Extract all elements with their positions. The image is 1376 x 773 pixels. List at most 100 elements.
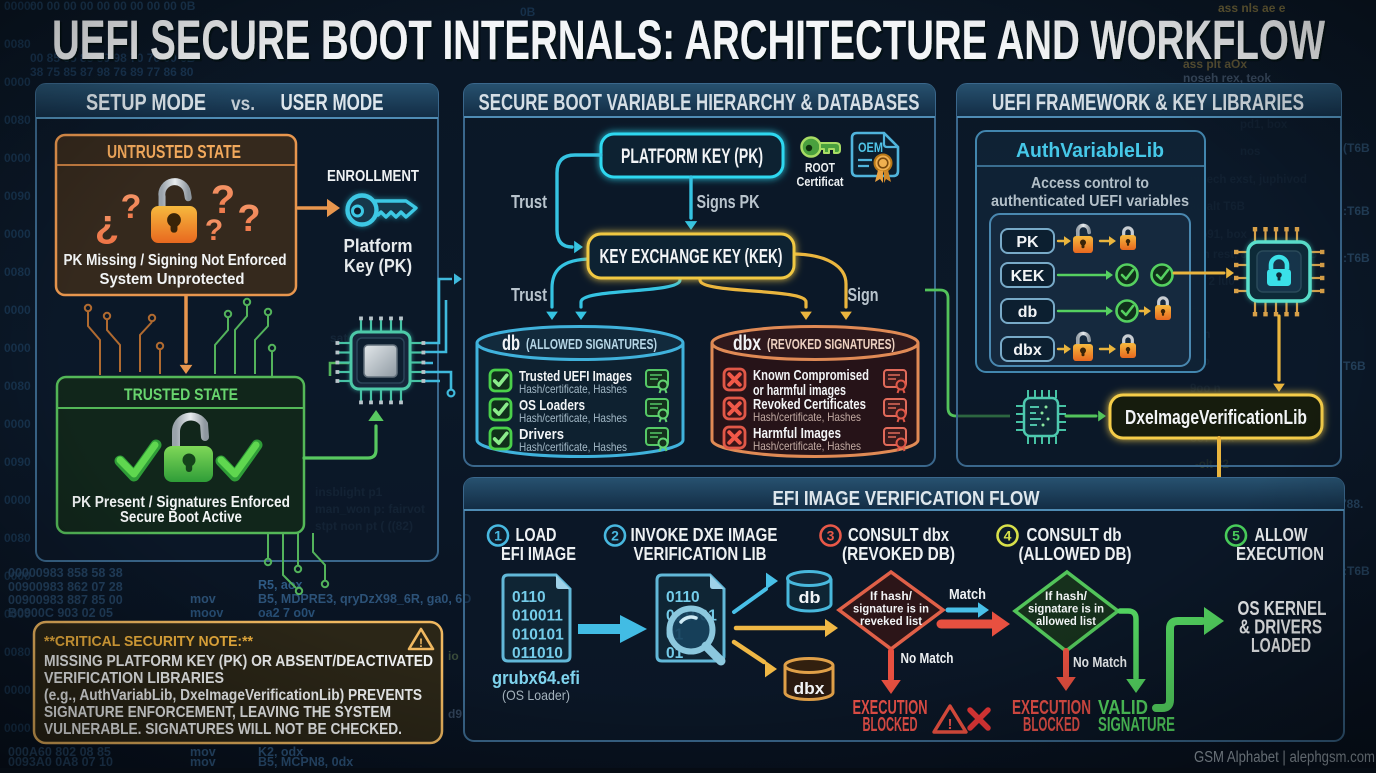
svg-text:Trust: Trust [511, 192, 547, 212]
svg-text:grubx64.efi: grubx64.efi [492, 668, 580, 688]
svg-text:(ALLOWED SIGNATURES): (ALLOWED SIGNATURES) [526, 336, 657, 353]
svg-text:LOADED: LOADED [1251, 635, 1311, 657]
svg-text:1: 1 [494, 528, 502, 544]
svg-text:0090: 0090 [4, 455, 31, 469]
svg-text:!: ! [419, 636, 423, 650]
svg-text:¿: ¿ [95, 202, 119, 246]
svg-text:dbx: dbx [1013, 342, 1042, 359]
svg-text:UEFI SECURE BOOT INTERNALS: AR: UEFI SECURE BOOT INTERNALS: ARCHITECTURE… [52, 8, 1325, 71]
svg-text:mov: mov [190, 592, 216, 606]
svg-text:allowed list: allowed list [1036, 614, 1096, 628]
svg-text:0000: 0000 [4, 721, 31, 735]
svg-text:0000: 0000 [4, 417, 31, 431]
svg-text:UEFI FRAMEWORK & KEY LIBRARIES: UEFI FRAMEWORK & KEY LIBRARIES [992, 89, 1304, 115]
svg-text:Certificat: Certificat [797, 175, 845, 189]
svg-text:(ALLOWED DB): (ALLOWED DB) [1019, 544, 1132, 564]
svg-text:LOAD: LOAD [516, 525, 557, 545]
svg-text:MISSING PLATFORM KEY (PK) OR A: MISSING PLATFORM KEY (PK) OR ABSENT/DEAC… [44, 653, 433, 670]
svg-text:**CRITICAL SECURITY NOTE:**: **CRITICAL SECURITY NOTE:** [44, 633, 253, 650]
svg-text:BLOCKED: BLOCKED [863, 714, 918, 736]
svg-text:(REVOKED SIGNATURES): (REVOKED SIGNATURES) [767, 336, 895, 353]
svg-text:010011: 010011 [512, 608, 563, 625]
svg-text:dbx: dbx [794, 679, 826, 698]
svg-text:Hash/certificate, Hashes: Hash/certificate, Hashes [753, 410, 861, 424]
svg-text:0080: 0080 [4, 37, 31, 51]
svg-text:EFI IMAGE: EFI IMAGE [501, 544, 576, 564]
svg-text:db: db [1018, 304, 1038, 321]
svg-text:0110: 0110 [666, 589, 700, 606]
svg-text:authenticated UEFI variables: authenticated UEFI variables [991, 193, 1189, 210]
svg-text:B5, MDPRE3, qryDzX98_6R, ga0,: B5, MDPRE3, qryDzX98_6R, ga0, 6D [258, 592, 471, 606]
svg-text:0000: 0000 [4, 683, 31, 697]
svg-text:!: ! [948, 716, 953, 733]
svg-text:0080: 0080 [4, 379, 31, 393]
svg-text:Key (PK): Key (PK) [344, 256, 412, 276]
svg-text:SIGNATURE ENFORCEMENT, LEAVING: SIGNATURE ENFORCEMENT, LEAVING THE SYSTE… [44, 704, 391, 721]
svg-text:DxeImageVerificationLib: DxeImageVerificationLib [1125, 407, 1307, 429]
svg-text:?: ? [205, 214, 223, 247]
svg-text:?: ? [237, 198, 260, 240]
svg-text:0110: 0110 [512, 589, 546, 606]
svg-text:Hash/certificate, Hashes: Hash/certificate, Hashes [753, 439, 861, 453]
svg-text:PK Missing / Signing Not Enfor: PK Missing / Signing Not Enforced [64, 252, 287, 269]
svg-text:System Unprotected: System Unprotected [100, 271, 245, 288]
svg-text:010101: 010101 [512, 626, 564, 643]
svg-text:Secure Boot Active: Secure Boot Active [120, 509, 242, 526]
svg-text:0000: 0000 [4, 227, 31, 241]
svg-text:0000: 0000 [4, 75, 31, 89]
svg-text:UNTRUSTED STATE: UNTRUSTED STATE [107, 142, 241, 162]
svg-text:noseh rex, teok: noseh rex, teok [1183, 71, 1271, 85]
svg-text:B0900C 903 02 05: B0900C 903 02 05 [8, 606, 113, 620]
svg-text:2: 2 [611, 528, 619, 544]
svg-text:011010: 011010 [512, 645, 563, 662]
svg-text:SETUP MODE: SETUP MODE [86, 89, 206, 115]
svg-text:0000: 0000 [4, 303, 31, 317]
svg-text:No Match: No Match [1073, 654, 1127, 671]
svg-text:0080: 0080 [4, 645, 31, 659]
svg-text:db: db [502, 332, 520, 355]
svg-text:0000: 0000 [4, 151, 31, 165]
svg-text:BLOCKED: BLOCKED [1023, 714, 1080, 736]
svg-text:0080: 0080 [4, 113, 31, 127]
svg-text::T6B: :T6B [1343, 564, 1370, 578]
svg-text:Hash/certificate, Hashes: Hash/certificate, Hashes [519, 411, 627, 425]
svg-text:No Match: No Match [901, 650, 954, 667]
svg-text:0000: 0000 [4, 493, 31, 507]
svg-text:oa2 7 o0v: oa2 7 o0v [258, 606, 315, 620]
svg-text:PLATFORM KEY (PK): PLATFORM KEY (PK) [621, 145, 763, 168]
svg-text:3: 3 [827, 528, 835, 544]
svg-text:GSM Alphabet | alephgsm.com: GSM Alphabet | alephgsm.com [1194, 749, 1375, 766]
svg-text:5: 5 [1232, 528, 1240, 544]
svg-text:?: ? [121, 188, 142, 226]
svg-text:(OS Loader): (OS Loader) [502, 687, 570, 703]
svg-text:SIGNATURE: SIGNATURE [1098, 714, 1175, 736]
svg-text:vs.: vs. [231, 94, 255, 115]
svg-text:mov: mov [190, 755, 216, 768]
svg-text:0080: 0080 [4, 265, 31, 279]
svg-text:EXECUTION: EXECUTION [1236, 544, 1324, 564]
svg-text:ENROLLMENT: ENROLLMENT [327, 168, 419, 185]
svg-text:io: io [448, 649, 459, 663]
svg-text:Trust: Trust [511, 285, 547, 305]
svg-text:VERIFICATION LIB: VERIFICATION LIB [634, 544, 767, 564]
svg-text:KEY EXCHANGE KEY (KEK): KEY EXCHANGE KEY (KEK) [600, 246, 783, 268]
svg-text:SECURE BOOT VARIABLE HIERARCHY: SECURE BOOT VARIABLE HIERARCHY & DATABAS… [479, 89, 920, 115]
svg-text:0080: 0080 [4, 531, 31, 545]
svg-text:Hash/certificate, Hashes: Hash/certificate, Hashes [519, 440, 627, 454]
svg-text:00000983 858 58 38: 00000983 858 58 38 [8, 566, 123, 580]
svg-text:T6B: T6B [1343, 359, 1366, 373]
svg-text:VULNERABLE. SIGNATURES WILL NO: VULNERABLE. SIGNATURES WILL NOT BE CHECK… [44, 721, 402, 738]
svg-text:Signs PK: Signs PK [697, 192, 760, 212]
svg-text:00900983 887 85 00: 00900983 887 85 00 [8, 593, 123, 607]
svg-text:INVOKE DXE IMAGE: INVOKE DXE IMAGE [631, 525, 778, 545]
svg-text:(REVOKED DB): (REVOKED DB) [842, 544, 955, 564]
svg-text:CONSULT db: CONSULT db [1027, 525, 1122, 545]
svg-text:KEK: KEK [1011, 268, 1045, 285]
svg-text:B5, MCPN8, 0dx: B5, MCPN8, 0dx [258, 755, 353, 768]
svg-text:db: db [799, 588, 821, 607]
svg-text:Match: Match [949, 586, 986, 603]
svg-text:EFI IMAGE VERIFICATION FLOW: EFI IMAGE VERIFICATION FLOW [773, 488, 1040, 510]
svg-text:00900983 862 07 28: 00900983 862 07 28 [8, 580, 123, 594]
svg-text:0000: 0000 [4, 341, 31, 355]
svg-text:OEM: OEM [858, 140, 883, 155]
